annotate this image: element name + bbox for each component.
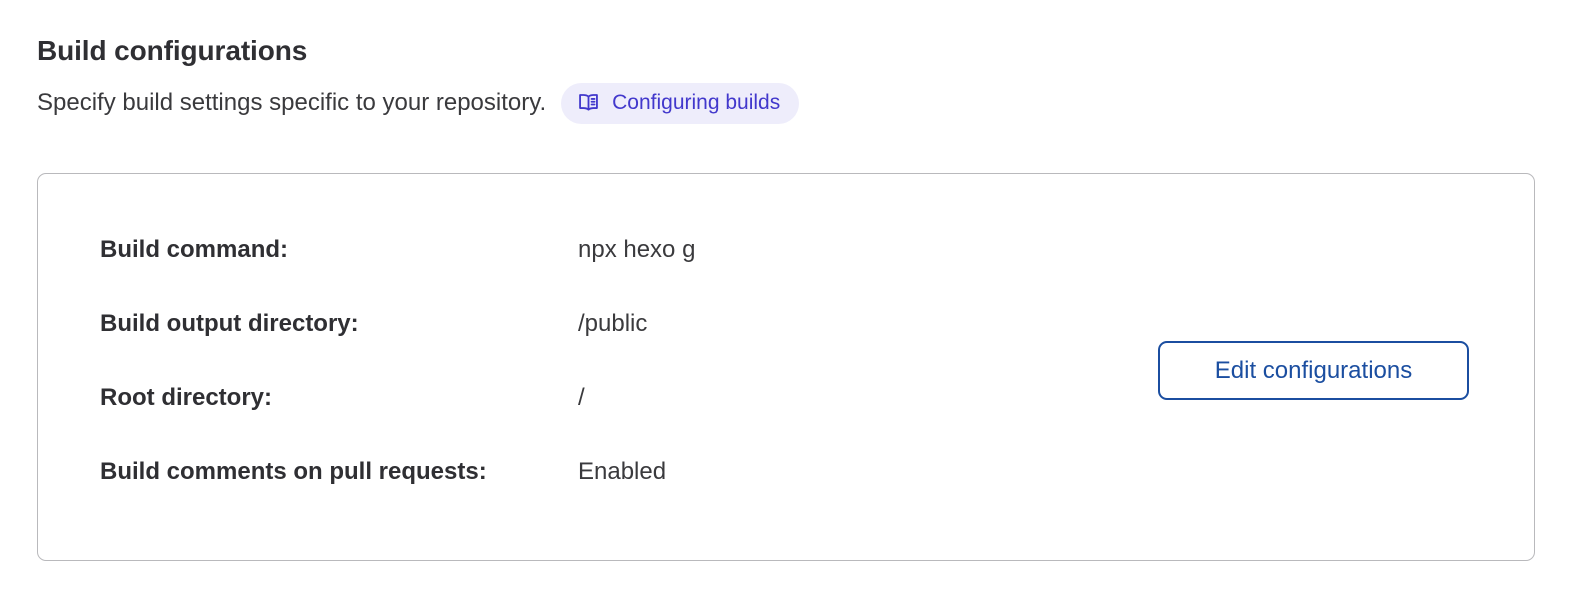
doc-link-label: Configuring builds [612, 90, 781, 114]
config-label: Build command: [100, 236, 289, 263]
config-value: npx hexo g [578, 236, 696, 263]
config-list: Build command: npx hexo g Build output d… [100, 236, 695, 532]
edit-configurations-button[interactable]: Edit configurations [1158, 341, 1469, 400]
open-book-icon [577, 91, 600, 114]
page-subtitle: Specify build settings specific to your … [37, 89, 547, 116]
config-value: Enabled [578, 458, 667, 485]
config-row-build-command: Build command: npx hexo g [100, 236, 695, 310]
section-header: Build configurations Specify build setti… [37, 34, 1537, 124]
configuring-builds-doc-link[interactable]: Configuring builds [561, 82, 800, 124]
config-value: /public [578, 310, 648, 337]
card-inner: Build command: npx hexo g Build output d… [38, 174, 1534, 560]
config-value: / [578, 384, 585, 411]
page-title: Build configurations [37, 35, 308, 66]
subtitle-row: Specify build settings specific to your … [37, 82, 1537, 124]
config-label: Root directory: [100, 384, 273, 411]
build-configurations-card: Build command: npx hexo g Build output d… [37, 173, 1535, 561]
config-row-root-directory: Root directory: / [100, 384, 695, 458]
config-row-build-comments-on-pull-requests: Build comments on pull requests: Enabled [100, 458, 695, 532]
config-label: Build comments on pull requests: [100, 458, 487, 485]
config-row-build-output-directory: Build output directory: /public [100, 310, 695, 384]
config-label: Build output directory: [100, 310, 359, 337]
